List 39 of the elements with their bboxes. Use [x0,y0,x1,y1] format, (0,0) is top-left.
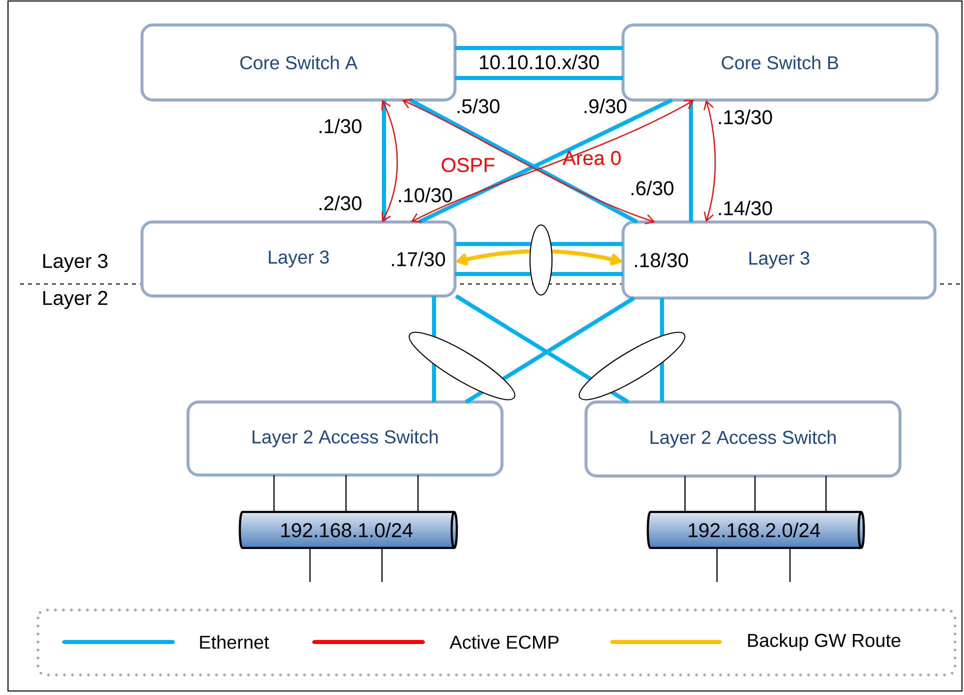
link-line [455,46,623,50]
protocol-label: Area 0 [562,150,621,166]
route-arrow [455,249,624,266]
link-line [455,76,623,80]
protocol-label: OSPF [442,158,494,172]
layer-label: Layer 2 [43,290,108,310]
legend-text: Backup GW Route [748,633,900,651]
interface-label: .10/30 [399,188,452,202]
interface-label: .6/30 [632,180,674,196]
link-line [309,548,311,582]
interface-label: .13/30 [719,110,772,124]
interface-label: .5/30 [458,98,500,114]
switch-box: Core Switch A [140,24,456,102]
route-arrow [704,100,716,222]
legend-text: Ethernet [200,635,270,649]
link-line [716,548,718,582]
link-line [754,476,756,512]
interface-label: .14/30 [719,200,772,216]
link-line [684,476,686,512]
legend-text: Active ECMP [450,635,559,649]
link-line [273,475,275,512]
link-line [825,476,827,512]
interface-label: .1/30 [320,118,362,134]
layer-label: Layer 3 [43,254,108,272]
network-cylinder: 192.168.1.0/24 [238,510,458,550]
link-line [381,548,383,582]
network-cylinder: 192.168.2.0/24 [646,510,865,550]
interface-label: .18/30 [635,252,688,268]
link-line [417,475,419,512]
link-line [789,548,791,582]
route-arrow [381,100,398,222]
link-line [689,100,693,222]
interface-label: .9/30 [584,98,626,114]
link-line [345,475,347,512]
link-line [382,100,386,222]
link-line [455,242,623,246]
edge-label: 10.10.10.x/30 [477,53,601,71]
link-line [455,272,623,276]
interface-label: .17/30 [392,252,445,266]
